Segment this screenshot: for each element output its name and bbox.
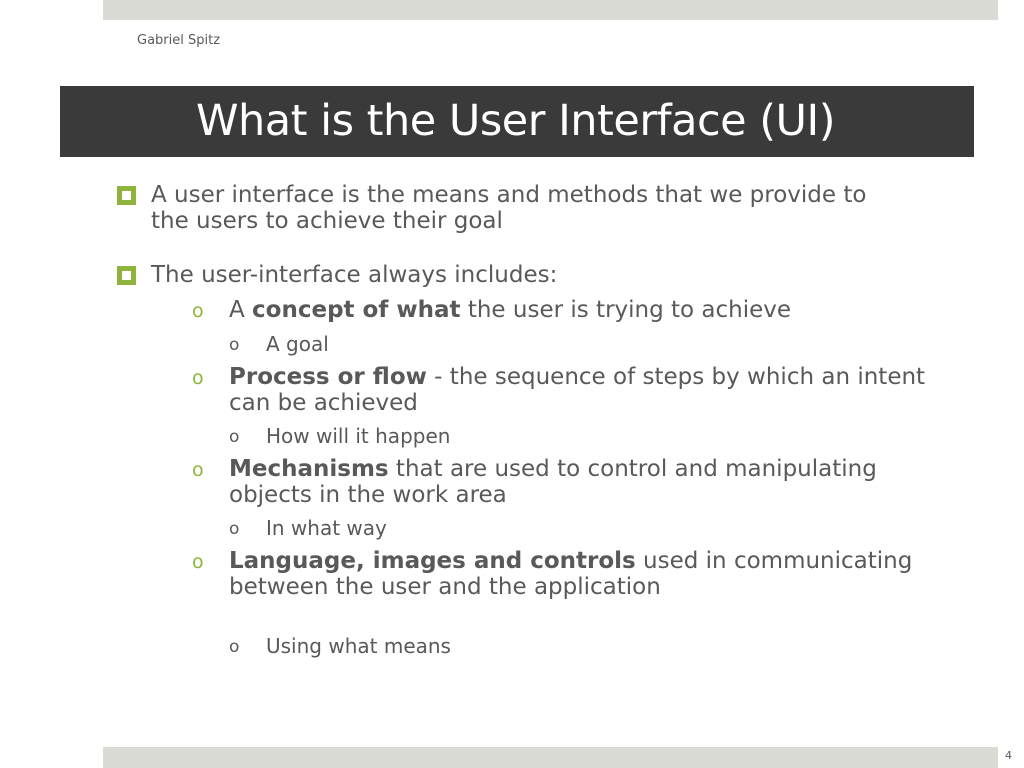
sub-sub-bullet-text: A goal (266, 332, 329, 356)
circle-bullet-icon: o (192, 459, 204, 481)
sub-sub-bullet-text: How will it happen (266, 424, 451, 448)
bullet-text: A user interface is the means and method… (151, 182, 867, 234)
emphasis-text: Mechanisms (229, 456, 389, 482)
title-bar: What is the User Interface (UI) (60, 86, 974, 157)
sub-sub-bullet-text: Using what means (266, 634, 451, 658)
square-bullet-icon (117, 186, 136, 205)
circle-bullet-icon: o (229, 637, 240, 657)
page-number: 4 (1005, 749, 1012, 762)
sub-sub-bullet-text: In what way (266, 516, 387, 540)
bullet-text: The user-interface always includes: (151, 262, 558, 288)
circle-bullet-icon: o (192, 551, 204, 573)
sub-bullet-text: Mechanisms that are used to control and … (229, 456, 877, 508)
square-bullet-icon (117, 266, 136, 285)
sub-bullet-text: Language, images and controls used in co… (229, 548, 913, 600)
slide-title: What is the User Interface (UI) (196, 96, 835, 146)
author-label: Gabriel Spitz (137, 33, 221, 48)
circle-bullet-icon: o (192, 300, 204, 322)
emphasis-text: Language, images and controls (229, 548, 636, 574)
bottom-decor-band (103, 747, 998, 768)
sub-bullet-text: Process or flow - the sequence of steps … (229, 364, 926, 416)
emphasis-text: concept of what (252, 297, 461, 323)
circle-bullet-icon: o (229, 427, 240, 447)
circle-bullet-icon: o (229, 519, 240, 539)
top-decor-band (103, 0, 998, 20)
circle-bullet-icon: o (192, 367, 204, 389)
circle-bullet-icon: o (229, 335, 240, 355)
sub-bullet-text: A concept of what the user is trying to … (229, 297, 792, 323)
emphasis-text: Process or flow (229, 364, 427, 390)
